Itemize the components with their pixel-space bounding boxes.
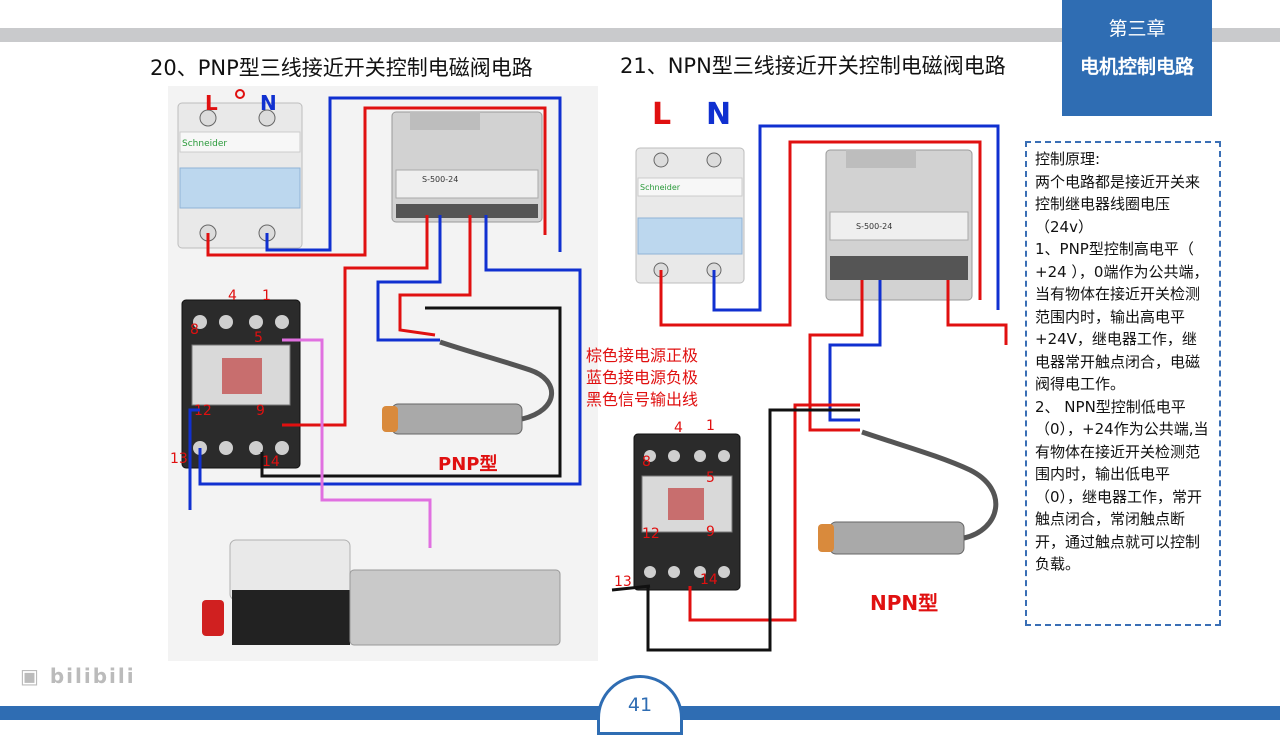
right-relay-terminal-labels: 4 1 8 5 12 9 13 14 xyxy=(614,418,718,590)
left-breaker-brand: Schneider xyxy=(182,139,227,149)
top-bar xyxy=(0,28,1280,42)
left-terminal-13: 13 xyxy=(170,451,188,467)
right-breaker-brand: Schneider xyxy=(640,183,681,192)
right-wires xyxy=(611,124,1008,652)
left-terminal-14: 14 xyxy=(262,454,280,470)
left-circuit-breaker: Schneider xyxy=(177,89,303,249)
wiring-diagrams: Schneider L N S-500-24 4 1 8 5 12 9 13 1… xyxy=(170,89,1008,652)
chapter-title: 电机控制电路 xyxy=(1079,56,1194,78)
left-proximity-sensor xyxy=(382,339,555,435)
right-terminal-14: 14 xyxy=(700,572,718,588)
left-label-N: N xyxy=(260,91,277,115)
right-terminal-8: 8 xyxy=(642,454,651,470)
right-relay xyxy=(633,433,741,591)
left-power-supply: S-500-24 xyxy=(391,111,543,223)
left-terminal-5: 5 xyxy=(254,330,263,346)
chapter-tab: 第三章 电机控制电路 xyxy=(1062,0,1212,116)
left-terminal-4: 4 xyxy=(228,288,237,304)
wire-legend-blue: 蓝色接电源负极 xyxy=(586,368,699,387)
wire-legend-brown: 棕色接电源正极 xyxy=(586,346,699,365)
right-label-N: N xyxy=(706,97,731,132)
wire-color-legend: 棕色接电源正极 蓝色接电源负极 黑色信号输出线 xyxy=(586,345,698,411)
left-solenoid-valve xyxy=(202,539,561,646)
chapter-number: 第三章 xyxy=(1108,18,1166,40)
right-terminal-9: 9 xyxy=(706,524,715,540)
left-label-L: L xyxy=(205,91,218,115)
left-terminal-12: 12 xyxy=(194,403,212,419)
right-proximity-sensor xyxy=(818,429,999,555)
left-wires xyxy=(188,96,582,548)
right-terminal-1: 1 xyxy=(706,418,715,434)
left-figure-title: 20、PNP型三线接近开关控制电磁阀电路 xyxy=(150,56,533,80)
left-relay-terminal-labels: 4 1 8 5 12 9 13 14 xyxy=(170,288,280,470)
left-type-label: PNP型 xyxy=(438,453,497,475)
right-label-L: L xyxy=(652,97,671,132)
right-circuit-breaker: Schneider xyxy=(635,147,745,284)
left-terminal-9: 9 xyxy=(256,403,265,419)
right-terminal-12: 12 xyxy=(642,526,660,542)
right-figure-title: 21、NPN型三线接近开关控制电磁阀电路 xyxy=(620,54,1006,78)
right-terminal-13: 13 xyxy=(614,574,632,590)
note-pnp: 1、PNP型控制高电平（ +24 ），0端作为公共端，当有物体在接近开关检测范围… xyxy=(1035,240,1209,393)
control-principle-note: 控制原理: 两个电路都是接近开关来控制继电器线圈电压（24v） 1、PNP型控制… xyxy=(1025,141,1221,626)
left-terminal-1: 1 xyxy=(262,288,271,304)
note-npn: 2、 NPN型控制低电平（0），+24作为公共端,当有物体在接近开关检测范围内时… xyxy=(1035,397,1209,574)
bilibili-watermark-icon: ▣ bilibili xyxy=(20,664,136,688)
right-psu-model: S-500-24 xyxy=(856,222,892,231)
left-psu-model: S-500-24 xyxy=(422,175,458,184)
right-power-supply: S-500-24 xyxy=(825,149,973,301)
right-terminal-4: 4 xyxy=(674,420,683,436)
left-relay xyxy=(181,299,301,469)
note-summary: 两个电路都是接近开关来控制继电器线圈电压（24v） xyxy=(1035,172,1201,236)
wire-legend-black: 黑色信号输出线 xyxy=(586,390,699,409)
right-terminal-5: 5 xyxy=(706,470,715,486)
right-type-label: NPN型 xyxy=(870,591,938,615)
note-heading: 控制原理: xyxy=(1035,150,1101,168)
left-terminal-8: 8 xyxy=(190,322,199,338)
